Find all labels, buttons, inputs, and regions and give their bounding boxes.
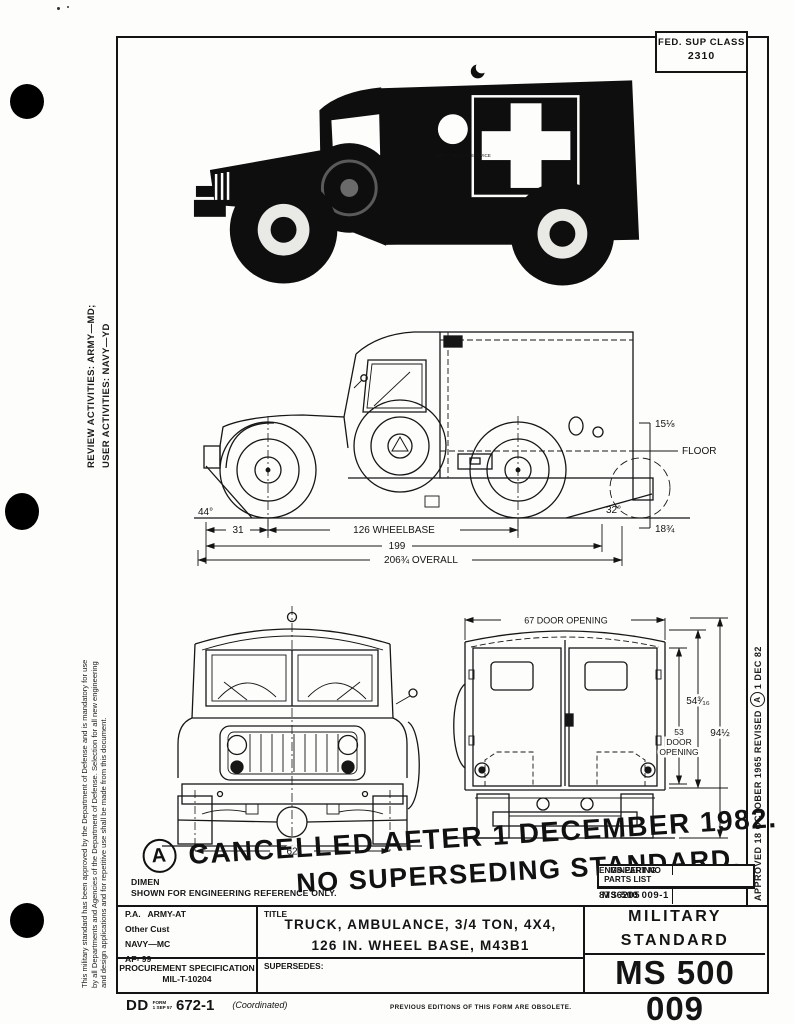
rear-drop-dim: 18¾ [655, 524, 675, 535]
photo-silhouette: ARMY MEDICAL SERVICE [193, 61, 640, 286]
sheet-border [116, 36, 769, 994]
disclaimer-line-1: This military standard has been approved… [80, 659, 89, 988]
procuring-activity-cell: P.A. ARMY-AT Other Cust NAVY—MC AF- 99 [120, 906, 254, 964]
front-view-linework [162, 606, 422, 855]
proc-spec-value: MIL-T-10204 [162, 974, 212, 984]
door-width-dim: 67 DOOR OPENING [524, 616, 608, 626]
procurement-spec-cell: PROCUREMENT SPECIFICATION MIL-T-10204 [118, 959, 256, 991]
door-opening-dim-l1: 53 [674, 727, 684, 737]
title-block-mid-rule [116, 957, 585, 959]
hole-punch-top [10, 84, 44, 119]
front-view-drawing: 62 [162, 606, 422, 858]
overall-length-dim: 206¾ OVERALL [384, 555, 458, 566]
approach-angle-label: 44° [198, 507, 213, 518]
door-opening-dim-l2: DOOR [666, 737, 692, 747]
form-coordinated-note: (Coordinated) [232, 1000, 288, 1010]
standard-number: MS 500 009 [585, 955, 765, 1024]
revision-date: 1 DEC 82 [752, 646, 763, 690]
side-view-linework [194, 331, 690, 566]
wheelbase-dim: 126 WHEELBASE [353, 525, 435, 536]
door-opening-dim-l3: OPENING [659, 747, 698, 757]
form-edition: FORM 1 SEP 57 [152, 1000, 172, 1010]
body-height-dim: 54³⁄₁₆ [686, 696, 710, 707]
supersedes-label: SUPERSEDES: [264, 961, 324, 971]
ms-part-no-value: MS 500 009-1 [599, 887, 673, 904]
revision-a-badge: A [141, 837, 178, 874]
title-label: TITLE [264, 909, 288, 919]
parts-table-col1-header: MS PART NO [599, 866, 673, 875]
form-number: 672-1 [176, 997, 215, 1014]
scan-speck [57, 7, 60, 10]
form-prefix: DD [126, 997, 149, 1014]
revision-letter-badge: A [750, 692, 765, 708]
engineering-note: DIMEN SHOWN FOR ENGINEERING REFERENCE ON… [131, 877, 337, 899]
hole-punch-middle [5, 493, 39, 530]
note-line-1: DIMEN [131, 877, 160, 887]
side-view-dimensions: 44° 32° 31 126 WHEELBASE 199 206¾ OVERAL… [198, 419, 716, 566]
disclaimer-line-2: by all Departments and Agencies of the D… [89, 661, 99, 988]
side-view-drawing: 44° 32° 31 126 WHEELBASE 199 206¾ OVERAL… [194, 331, 716, 566]
tread-dim: 62 [286, 847, 298, 858]
photo-marking-text: ARMY MEDICAL SERVICE [435, 153, 491, 158]
other-cust-label: Other Cust [125, 924, 170, 934]
ambulance-photo: ARMY MEDICAL SERVICE [193, 61, 640, 286]
standard-id-block: MILITARY STANDARD MS 500 009 SHEET 1 OF … [585, 905, 765, 1024]
review-activities-note: REVIEW ACTIVITIES: ARMY—MD; USER ACTIVIT… [84, 304, 114, 468]
revision-column-rule [746, 36, 748, 905]
standard-type: MILITARY STANDARD [585, 905, 765, 955]
title-cell: TITLE TRUCK, AMBULANCE, 3/4 TON, 4X4, 12… [258, 906, 583, 956]
floor-height-dim: 15⅛ [655, 419, 675, 430]
mandatory-use-note: This military standard has been approved… [80, 660, 109, 988]
front-view-dimensions: 62 [284, 844, 301, 858]
other-cust-value-2: AF- 99 [125, 954, 152, 964]
pa-value: ARMY-AT [147, 909, 186, 919]
user-activities-line: USER ACTIVITIES: NAVY—YD [101, 323, 112, 468]
parts-list-value: 8736205 [599, 890, 641, 901]
document-title-line2: 126 IN. WHEEL BASE, M43B1 [311, 938, 530, 953]
note-line-2: SHOWN FOR ENGINEERING REFERENCE ONLY. [131, 888, 337, 898]
front-wheel [229, 175, 338, 284]
proc-spec-label: PROCUREMENT SPECIFICATION [119, 963, 255, 973]
overall-height-dim: 94½ [710, 728, 730, 739]
title-block-div2 [583, 905, 585, 992]
parts-table: MS PART NO ENGINEERING PARTS LIST MS 500… [597, 864, 755, 904]
form-identifier: DD FORM 1 SEP 57 672-1 (Coordinated) [126, 997, 287, 1014]
departure-angle-label: 32° [606, 505, 621, 516]
fed-sup-class-box: FED. SUP CLASS 2310 [655, 31, 748, 73]
door-emblem [437, 114, 468, 145]
floor-label: FLOOR [682, 446, 716, 457]
title-block-top-rule [116, 905, 767, 907]
parts-table-col2-header: ENGINEERING PARTS LIST [599, 866, 657, 884]
title-block-div1 [256, 905, 258, 992]
rear-view-drawing: 67 DOOR OPENING 54³⁄₁₆ 53 DOOR OPENING 9… [453, 616, 733, 839]
document-title-line1: TRUCK, AMBULANCE, 3/4 TON, 4X4, [284, 917, 557, 932]
pa-label: P.A. [125, 909, 141, 919]
red-cross-panel [471, 95, 580, 198]
supersedes-cell: SUPERSEDES: [258, 959, 583, 991]
obsolete-note: PREVIOUS EDITIONS OF THIS FORM ARE OBSOL… [390, 1004, 572, 1011]
hole-punch-bottom [10, 903, 44, 938]
approval-revision-note: APPROVED 18 OCTOBER 1965 REVISED A 1 DEC… [750, 646, 765, 901]
fed-sup-class-label: FED. SUP CLASS [658, 37, 745, 48]
front-overhang-dim: 31 [232, 525, 244, 536]
other-cust-value-1: NAVY—MC [125, 939, 171, 949]
fed-sup-class-value: 2310 [687, 50, 716, 62]
rear-view-dimensions: 67 DOOR OPENING 54³⁄₁₆ 53 DOOR OPENING 9… [524, 616, 733, 760]
review-activities-line: REVIEW ACTIVITIES: ARMY—MD; [86, 304, 97, 468]
scan-speck [67, 6, 69, 8]
rear-wheel [510, 181, 615, 286]
disclaimer-line-3: and design applications and for repetiti… [99, 717, 109, 988]
length-dim: 199 [389, 541, 406, 552]
rear-view-linework [453, 616, 728, 839]
